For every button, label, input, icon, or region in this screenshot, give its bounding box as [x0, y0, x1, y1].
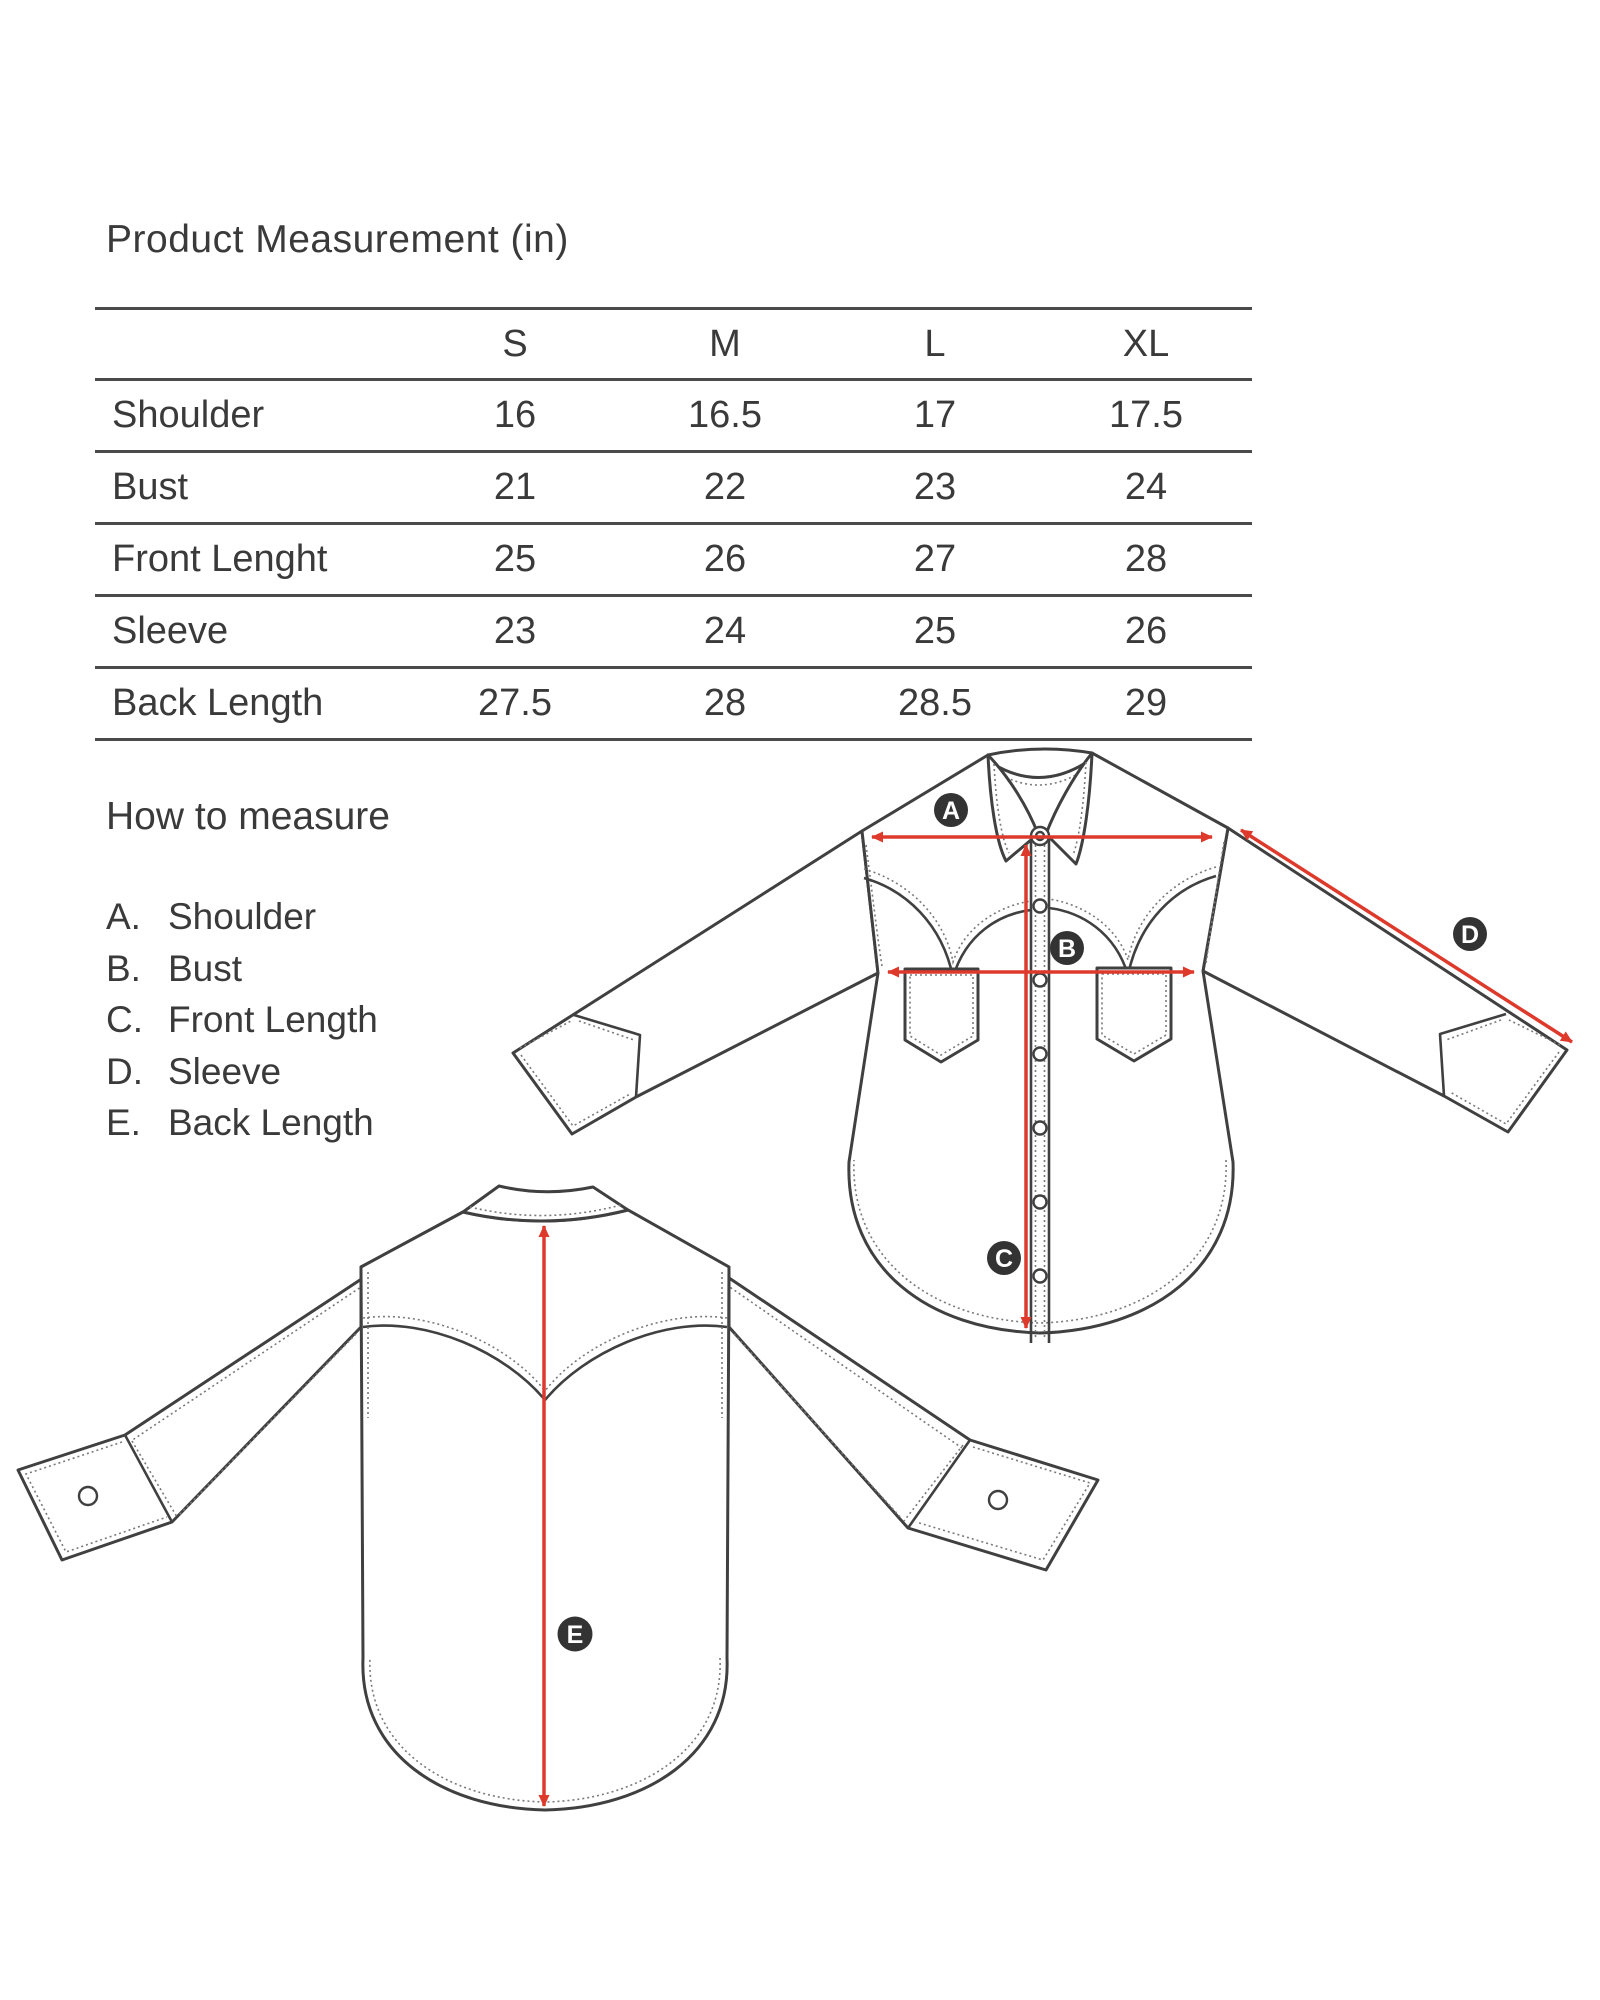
cuff-button	[77, 1485, 99, 1507]
table-header-size-l: L	[924, 323, 946, 365]
table-row-front-length: Front Lenght 25 26 27 28	[95, 525, 1252, 597]
legend-letter: C.	[106, 999, 143, 1040]
placket-button	[1032, 1120, 1048, 1136]
front-right-sleeve	[1201, 826, 1569, 1134]
row-label: Front Lenght	[112, 538, 328, 580]
table-row-sleeve: Sleeve 23 24 25 26	[95, 597, 1252, 669]
table-cell: 25	[493, 538, 537, 580]
front-left-sleeve	[511, 829, 880, 1136]
table-cell: 25	[913, 610, 957, 652]
svg-text:E: E	[567, 1621, 584, 1649]
legend-item-front-length: C. Front Length	[106, 994, 378, 1046]
row-label: Sleeve	[112, 610, 229, 652]
table-header-size-m: M	[709, 323, 741, 365]
page-title: Product Measurement (in)	[106, 218, 569, 261]
table-header-size-s: S	[502, 323, 528, 365]
back-yoke-seam	[362, 1324, 546, 1401]
marker-badge-a: A	[934, 793, 968, 827]
svg-text:A: A	[942, 797, 960, 825]
legend-letter: D.	[106, 1050, 143, 1092]
legend-label: Sleeve	[168, 1050, 282, 1092]
table-cell: 24	[703, 610, 747, 652]
front-right-pocket	[1095, 966, 1173, 1063]
how-to-measure-heading: How to measure	[106, 795, 390, 838]
table-cell: 16	[493, 394, 537, 436]
marker-badge-d: D	[1453, 917, 1487, 951]
svg-text:D: D	[1461, 921, 1479, 949]
placket-button	[1032, 1268, 1048, 1284]
marker-badge-b: B	[1050, 931, 1084, 965]
shirt-back-view-drawing: E	[16, 1184, 1100, 1812]
placket-button	[1032, 972, 1048, 988]
legend-letter: A.	[106, 896, 141, 937]
table-cell: 23	[493, 610, 537, 652]
table-row-shoulder: Shoulder 16 16.5 17 17.5	[95, 381, 1252, 453]
back-collar-band	[461, 1184, 630, 1223]
table-cell: 17	[913, 394, 957, 436]
legend-item-shoulder: A. Shoulder	[106, 891, 378, 943]
table-cell: 24	[1124, 466, 1168, 508]
row-label: Bust	[112, 466, 189, 508]
table-header-size-xl: XL	[1122, 323, 1170, 365]
legend-label: Bust	[168, 947, 243, 989]
marker-badge-e: E	[557, 1616, 593, 1652]
table-cell: 27.5	[478, 682, 552, 724]
size-table: S M L XL Shoulder 16 16.5 17 17.5 Bust 2…	[95, 307, 1252, 741]
table-cell: 23	[913, 466, 957, 508]
row-label: Shoulder	[112, 394, 265, 436]
row-label: Back Length	[112, 682, 324, 724]
table-cell: 16.5	[688, 394, 762, 436]
table-cell: 22	[703, 466, 747, 508]
legend-item-sleeve: D. Sleeve	[106, 1046, 378, 1098]
marker-badge-c: C	[987, 1241, 1021, 1275]
placket-button	[1032, 1194, 1048, 1210]
svg-text:C: C	[995, 1245, 1013, 1273]
shirt-front-view-drawing: A B C D	[511, 747, 1573, 1343]
table-row-bust: Bust 21 22 23 24	[95, 453, 1252, 525]
sleeve-measure-arrow-d	[1240, 828, 1573, 1044]
table-header-row: S M L XL	[95, 310, 1252, 381]
front-body	[847, 747, 1235, 1335]
table-cell: 28.5	[898, 682, 972, 724]
legend-letter: B.	[106, 947, 141, 989]
table-cell: 17.5	[1109, 394, 1183, 436]
table-cell: 29	[1124, 682, 1168, 724]
how-to-measure-list: A. Shoulder B. Bust C. Front Length D. Sleev…	[106, 891, 378, 1149]
cuff-button	[987, 1489, 1009, 1511]
legend-item-back-length: E. Back Length	[106, 1097, 378, 1149]
legend-item-bust: B. Bust	[106, 943, 378, 995]
legend-label: Front Length	[168, 999, 378, 1040]
front-left-pocket	[903, 967, 980, 1064]
table-cell: 28	[1124, 538, 1168, 580]
table-cell: 26	[703, 538, 747, 580]
table-cell: 28	[703, 682, 747, 724]
placket-button	[1032, 1046, 1048, 1062]
table-cell: 26	[1124, 610, 1168, 652]
svg-text:B: B	[1058, 935, 1076, 963]
legend-label: Back Length	[168, 1102, 374, 1143]
table-row-back-length: Back Length 27.5 28 28.5 29	[95, 669, 1252, 741]
placket-button	[1032, 898, 1048, 914]
table-cell: 21	[493, 466, 537, 508]
table-cell: 27	[913, 538, 957, 580]
legend-label: Shoulder	[168, 896, 317, 937]
legend-letter: E.	[106, 1102, 141, 1143]
